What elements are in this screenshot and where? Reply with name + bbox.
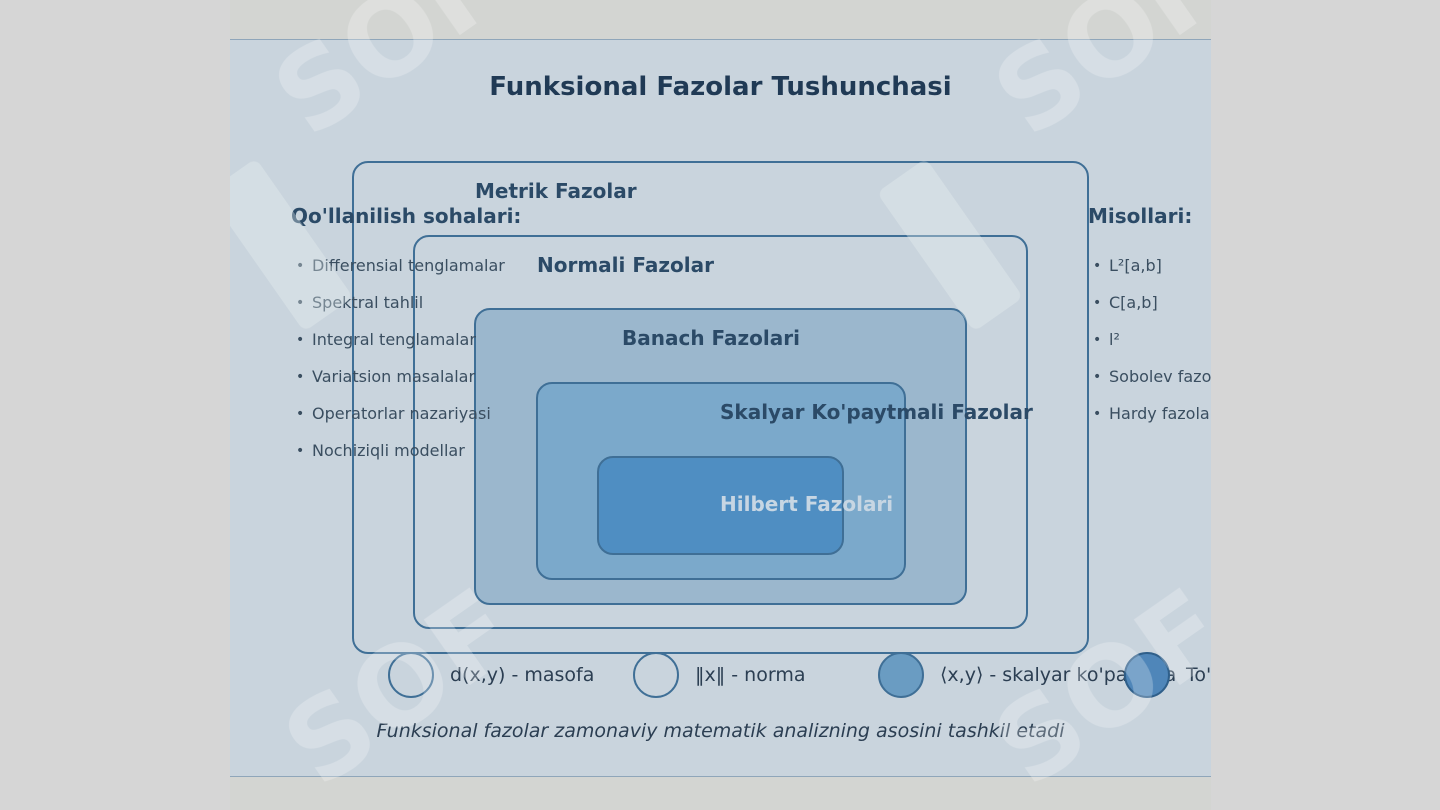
legend-label: ‖x‖ - norma — [695, 664, 806, 686]
application-item: Spektral tahlil — [296, 293, 505, 330]
legend-label: To' — [1186, 664, 1211, 686]
slide-frame: Funksional Fazolar Tushunchasi Metrik Fa… — [230, 0, 1211, 810]
diagram-caption: Funksional fazolar zamonaviy matematik a… — [376, 720, 1065, 742]
application-item: Integral tenglamalar — [296, 330, 505, 367]
example-item: l² — [1093, 330, 1211, 367]
left-margin — [0, 0, 230, 810]
normali-fazolar-label: Normali Fazolar — [537, 253, 714, 277]
hilbert-fazolari-box — [597, 456, 844, 555]
diagram-title: Funksional Fazolar Tushunchasi — [489, 72, 952, 102]
application-item: Variatsion masalalar — [296, 367, 505, 404]
example-item: C[a,b] — [1093, 293, 1211, 330]
metrik-fazolar-label: Metrik Fazolar — [475, 179, 637, 203]
legend-swatch — [878, 652, 924, 698]
legend-swatch — [388, 652, 434, 698]
applications-list: Differensial tenglamalar Spektral tahlil… — [296, 256, 505, 478]
examples-list: L²[a,b] C[a,b] l² Sobolev fazo Hardy faz… — [1093, 256, 1211, 441]
legend-label: d(x,y) - masofa — [450, 664, 595, 686]
application-item: Operatorlar nazariyasi — [296, 404, 505, 441]
examples-heading: Misollari: — [1088, 204, 1193, 228]
example-item: L²[a,b] — [1093, 256, 1211, 293]
right-margin — [1211, 0, 1440, 810]
skalyar-fazolar-label: Skalyar Ko'paytmali Fazolar — [720, 400, 1033, 424]
example-item: Hardy fazolar — [1093, 404, 1211, 441]
legend-swatch — [633, 652, 679, 698]
legend-label: ⟨x,y⟩ - skalyar ko'paytma — [940, 664, 1177, 686]
application-item: Nochiziqli modellar — [296, 441, 505, 478]
banach-fazolari-label: Banach Fazolari — [622, 326, 800, 350]
legend-swatch — [1124, 652, 1170, 698]
example-item: Sobolev fazo — [1093, 367, 1211, 404]
application-item: Differensial tenglamalar — [296, 256, 505, 293]
hilbert-fazolari-label: Hilbert Fazolari — [720, 492, 894, 516]
applications-heading: Qo'llanilish sohalari: — [291, 204, 522, 228]
